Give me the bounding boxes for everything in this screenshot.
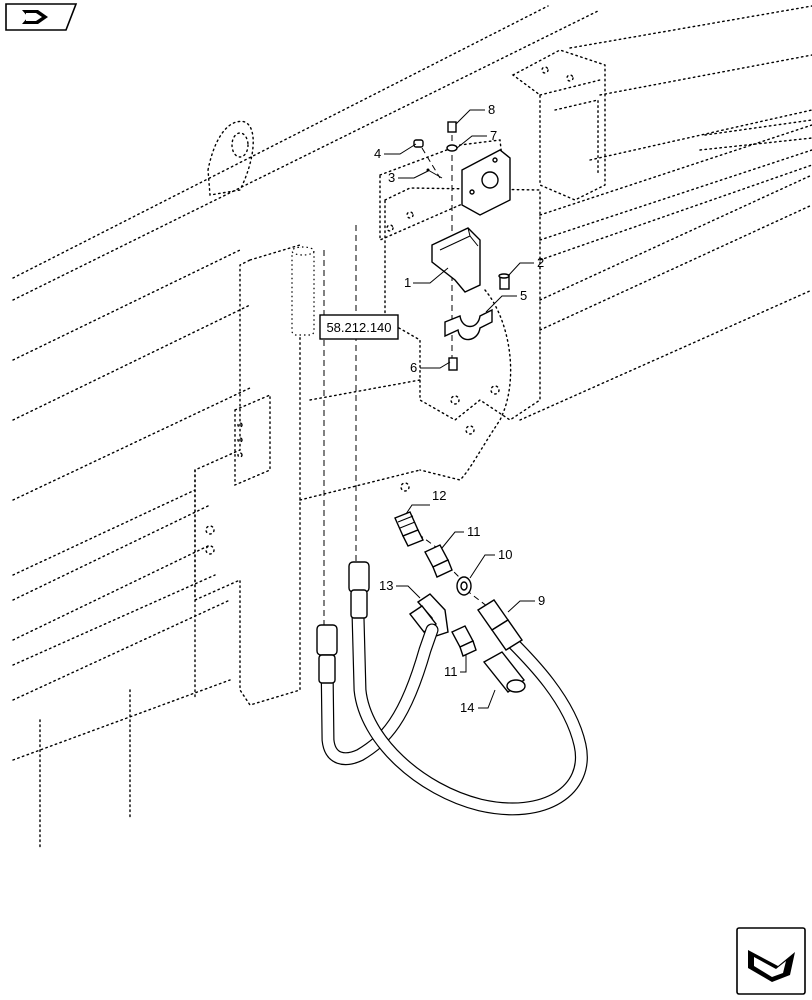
callout-11-lower: 11 — [444, 655, 467, 679]
part-12-fitting — [394, 511, 424, 547]
callout-11-upper: 11 — [441, 524, 481, 549]
callout-label: 8 — [488, 102, 495, 117]
callout-9: 9 — [507, 593, 545, 613]
callout-10: 10 — [469, 547, 512, 579]
callout-label: 14 — [460, 700, 474, 715]
part-3-clip — [426, 168, 443, 179]
part-6-screw — [448, 357, 458, 371]
navigate-forward-icon[interactable] — [736, 927, 806, 995]
callout-5: 5 — [485, 288, 527, 313]
reference-box[interactable]: 58.212.140 — [319, 314, 399, 340]
callout-8: 8 — [455, 102, 495, 125]
machine-frame-outline — [12, 5, 812, 851]
part-9-hose — [348, 561, 588, 816]
vertical-pin — [291, 246, 315, 336]
reference-label: 58.212.140 — [326, 320, 391, 335]
callout-label: 4 — [374, 146, 381, 161]
part-2-bolt — [498, 273, 510, 290]
navigate-back-icon[interactable] — [5, 3, 78, 31]
callout-label: 2 — [537, 255, 544, 270]
callout-6: 6 — [410, 360, 451, 375]
part-8-bolt — [447, 121, 457, 133]
callout-4: 4 — [374, 143, 417, 161]
part-4-pin — [413, 139, 424, 148]
callout-1: 1 — [404, 267, 449, 290]
callout-label: 11 — [467, 524, 481, 539]
part-10-washer — [456, 576, 472, 596]
callout-label: 11 — [444, 664, 458, 679]
callout-label: 1 — [404, 275, 411, 290]
part-1-bracket — [431, 227, 481, 293]
callout-14: 14 — [460, 689, 496, 715]
part-7-washer — [446, 144, 458, 152]
callout-label: 3 — [388, 170, 395, 185]
callout-2: 2 — [507, 255, 544, 277]
part-11-fitting-lower — [451, 625, 477, 657]
callout-13: 13 — [379, 578, 421, 599]
callout-label: 9 — [538, 593, 545, 608]
callout-label: 13 — [379, 578, 393, 593]
callout-label: 5 — [520, 288, 527, 303]
callout-label: 10 — [498, 547, 512, 562]
callout-3: 3 — [388, 170, 429, 185]
part-14-coupler — [482, 651, 526, 693]
part-11-fitting-upper — [424, 544, 453, 578]
callout-label: 7 — [490, 128, 497, 143]
hose-left — [316, 623, 439, 766]
upper-mounting-plate — [461, 149, 511, 216]
callout-7: 7 — [456, 128, 497, 149]
callout-label: 6 — [410, 360, 417, 375]
part-5-clamp — [444, 308, 493, 341]
callout-12: 12 — [405, 488, 446, 515]
callout-label: 12 — [432, 488, 446, 503]
